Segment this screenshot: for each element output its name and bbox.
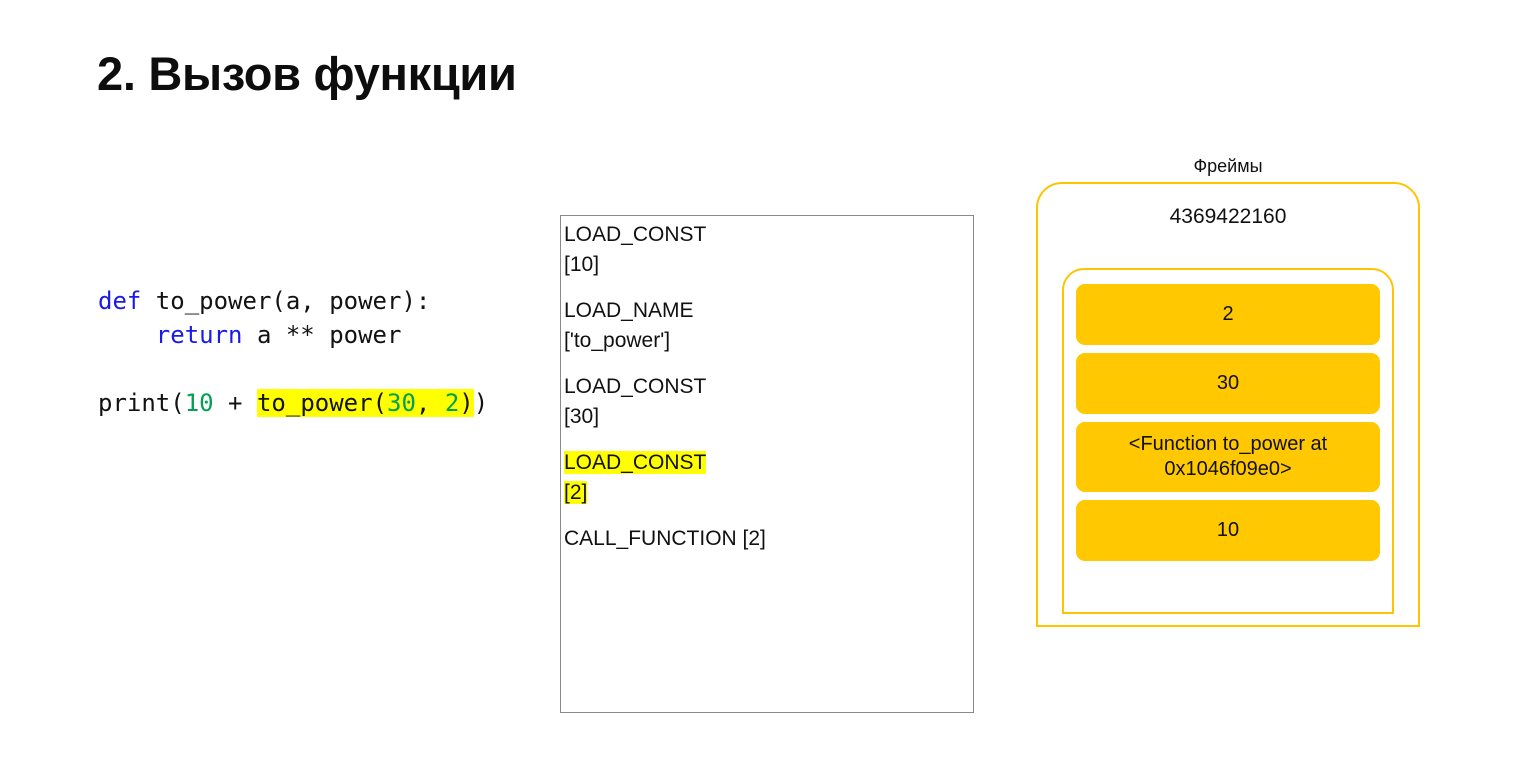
bytecode-argument-text: ['to_power']: [564, 329, 671, 352]
code-line: def to_power(a, power):: [98, 284, 488, 318]
bytecode-instruction: LOAD_NAME ['to_power']: [564, 296, 973, 356]
bytecode-opcode-text: LOAD_NAME: [564, 299, 694, 322]
bytecode-instruction: LOAD_CONST [10]: [564, 220, 973, 280]
frame-outer-box: 4369422160 2 30 <Function to_power at 0x10…: [1036, 182, 1420, 627]
code-token: ): [473, 389, 489, 417]
stack-item-label: 10: [1216, 519, 1240, 541]
stack-item: 2: [1076, 284, 1380, 345]
bytecode-argument-text: [2]: [564, 481, 588, 504]
bytecode-instruction: LOAD_CONST [30]: [564, 372, 973, 432]
code-token: 2: [444, 389, 460, 417]
bytecode-instruction: LOAD_CONST [2]: [564, 448, 973, 508]
frames-panel: Фреймы 4369422160 2 30 <Function to_power …: [1033, 155, 1423, 635]
bytecode-opcode: CALL_FUNCTION [2]: [564, 524, 973, 554]
code-token: 30: [387, 389, 416, 417]
stack-item: 30: [1076, 353, 1380, 414]
frames-caption: Фреймы: [1193, 156, 1263, 176]
code-token: def: [98, 287, 142, 315]
stack-item: 10: [1076, 500, 1380, 561]
page-title: 2. Вызов функции: [97, 47, 517, 100]
code-line: [98, 352, 488, 386]
bytecode-opcode: LOAD_NAME: [564, 296, 973, 326]
bytecode-argument: [2]: [564, 478, 973, 508]
bytecode-opcode-text: LOAD_CONST: [564, 223, 707, 246]
stack-item-label: 2: [1222, 303, 1234, 325]
code-token: a ** power: [242, 321, 402, 349]
code-token: ,: [415, 389, 445, 417]
code-token: to_power(a, power):: [141, 287, 431, 315]
value-stack: 2 30 <Function to_power at 0x1046f09e0> 10: [1062, 268, 1394, 614]
bytecode-list: LOAD_CONST[10]LOAD_NAME['to_power']LOAD_…: [561, 216, 973, 554]
source-code-block: def to_power(a, power): return a ** powe…: [98, 216, 488, 454]
stack-item: <Function to_power at 0x1046f09e0>: [1076, 422, 1380, 492]
code-token: return: [155, 321, 243, 349]
bytecode-opcode: LOAD_CONST: [564, 220, 973, 250]
bytecode-opcode: LOAD_CONST: [564, 448, 973, 478]
bytecode-box: LOAD_CONST[10]LOAD_NAME['to_power']LOAD_…: [560, 215, 974, 713]
bytecode-opcode-text: LOAD_CONST: [564, 451, 707, 474]
bytecode-argument: [10]: [564, 250, 973, 280]
bytecode-argument-text: [30]: [564, 405, 600, 428]
bytecode-argument: ['to_power']: [564, 326, 973, 356]
bytecode-opcode: LOAD_CONST: [564, 372, 973, 402]
bytecode-argument: [30]: [564, 402, 973, 432]
bytecode-opcode-text: LOAD_CONST: [564, 375, 707, 398]
code-line: return a ** power: [98, 318, 488, 352]
bytecode-opcode-text: CALL_FUNCTION [2]: [564, 527, 766, 550]
stack-item-label: <Function to_power at 0x1046f09e0>: [1128, 433, 1328, 480]
code-token: print(: [98, 389, 185, 417]
bytecode-argument-text: [10]: [564, 253, 600, 276]
stack-item-label: 30: [1216, 372, 1240, 394]
code-token: 10: [184, 389, 214, 417]
code-token: [98, 321, 156, 349]
code-token: ): [459, 389, 474, 417]
bytecode-instruction: CALL_FUNCTION [2]: [564, 524, 973, 554]
code-line: print(10 + to_power(30, 2)): [98, 386, 488, 420]
code-token: +: [213, 389, 257, 417]
frame-id-label: 4369422160: [1169, 205, 1287, 228]
code-token: to_power(: [256, 389, 388, 417]
